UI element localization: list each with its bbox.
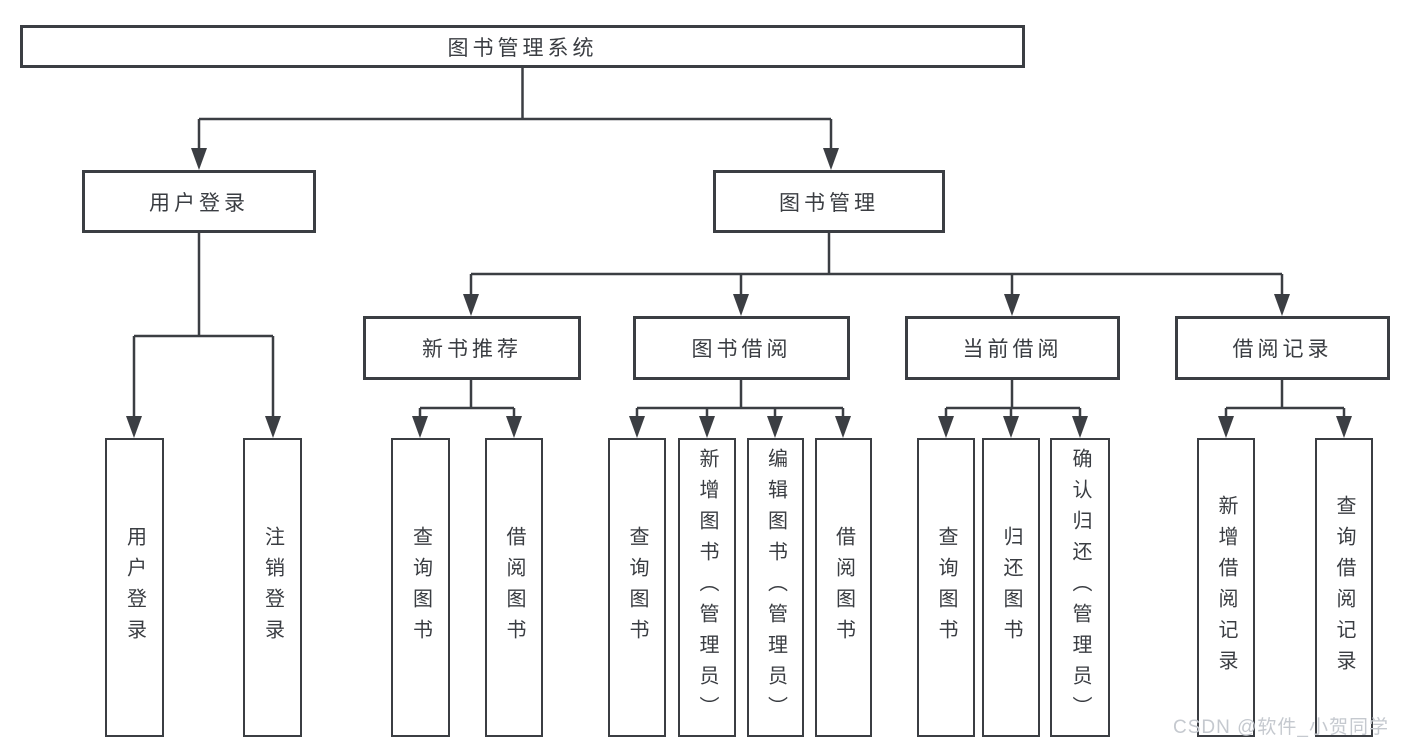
node-current-borrow: 当前借阅 bbox=[905, 316, 1120, 380]
leaf-return-book-label: 归还图书 bbox=[1000, 525, 1022, 650]
leaf-query-book-c: 查询图书 bbox=[917, 438, 975, 737]
leaf-query-borrow-record: 查询借阅记录 bbox=[1315, 438, 1373, 737]
leaf-edit-book-label: 编辑图书（管理员） bbox=[764, 448, 787, 727]
leaf-borrow-book-a: 借阅图书 bbox=[485, 438, 543, 737]
leaf-user-login-label: 用户登录 bbox=[123, 525, 146, 650]
node-root: 图书管理系统 bbox=[20, 25, 1025, 68]
leaf-borrow-book-a-label: 借阅图书 bbox=[503, 525, 525, 650]
node-book-borrow: 图书借阅 bbox=[633, 316, 850, 380]
leaf-query-book-b: 查询图书 bbox=[608, 438, 666, 737]
leaf-confirm-return-label: 确认归还（管理员） bbox=[1069, 448, 1091, 727]
leaf-user-login: 用户登录 bbox=[105, 438, 164, 737]
leaf-query-book-a: 查询图书 bbox=[391, 438, 450, 737]
leaf-query-book-c-label: 查询图书 bbox=[935, 525, 957, 650]
leaf-add-book: 新增图书（管理员） bbox=[678, 438, 736, 737]
leaf-confirm-return: 确认归还（管理员） bbox=[1050, 438, 1110, 737]
leaf-logout-label: 注销登录 bbox=[261, 525, 284, 650]
node-borrow-record: 借阅记录 bbox=[1175, 316, 1390, 380]
leaf-edit-book: 编辑图书（管理员） bbox=[747, 438, 804, 737]
leaf-query-borrow-record-label: 查询借阅记录 bbox=[1333, 494, 1355, 681]
watermark-text: CSDN @软件_小贺同学 bbox=[1173, 717, 1389, 738]
leaf-query-book-a-label: 查询图书 bbox=[409, 525, 432, 650]
node-user-login: 用户登录 bbox=[82, 170, 316, 233]
leaf-borrow-book-b: 借阅图书 bbox=[815, 438, 872, 737]
node-new-book-recommend: 新书推荐 bbox=[363, 316, 581, 380]
leaf-add-book-label: 新增图书（管理员） bbox=[696, 448, 718, 727]
leaf-add-borrow-record: 新增借阅记录 bbox=[1197, 438, 1255, 737]
leaf-query-book-b-label: 查询图书 bbox=[626, 525, 648, 650]
leaf-return-book: 归还图书 bbox=[982, 438, 1040, 737]
node-book-management: 图书管理 bbox=[713, 170, 945, 233]
leaf-add-borrow-record-label: 新增借阅记录 bbox=[1215, 494, 1237, 681]
leaf-logout: 注销登录 bbox=[243, 438, 302, 737]
leaf-borrow-book-b-label: 借阅图书 bbox=[832, 525, 855, 650]
